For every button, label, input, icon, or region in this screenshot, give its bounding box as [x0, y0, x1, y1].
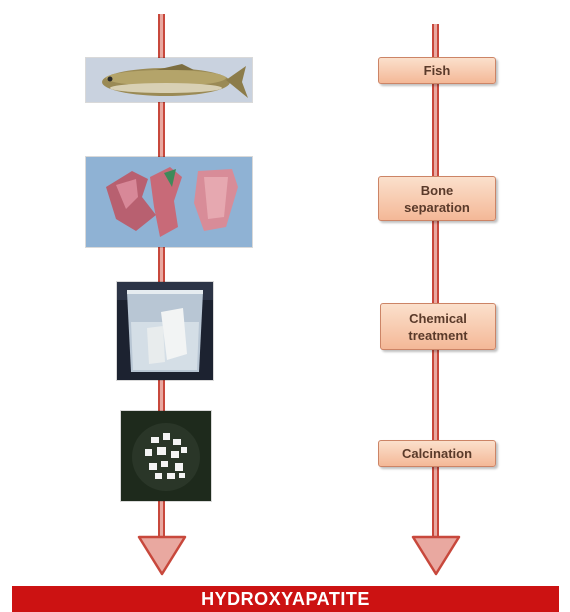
whole-fish-photo [86, 58, 252, 102]
step-box-calcination: Calcination [378, 440, 496, 467]
step-box-bone-separation: Bone separation [378, 176, 496, 221]
calcined-powder-photo [121, 411, 211, 501]
fish-bones-photo [86, 157, 252, 247]
left-flow-arrowhead [137, 535, 187, 577]
result-banner: HYDROXYAPATITE [12, 586, 559, 612]
right-flow-arrowhead [411, 535, 461, 577]
step-box-chemical-treatment: Chemical treatment [380, 303, 496, 350]
step-box-fish: Fish [378, 57, 496, 84]
beaker-treatment-photo [117, 282, 213, 380]
